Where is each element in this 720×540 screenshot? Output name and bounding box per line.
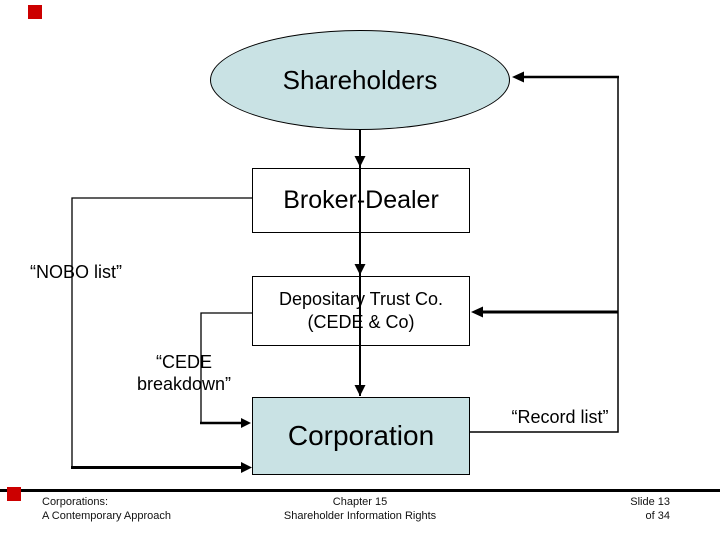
- record-line: [470, 77, 619, 433]
- footer-book-line1: Corporations:: [42, 496, 109, 508]
- broker-dealer-label: Broker-Dealer: [283, 186, 439, 214]
- footer-book-title: Corporations: A Contemporary Approach: [42, 495, 171, 523]
- depositary-trust-box: Depositary Trust Co. (CEDE & Co): [252, 276, 470, 346]
- shareholders-label: Shareholders: [282, 64, 438, 95]
- corporation-box: Corporation: [252, 397, 470, 475]
- footer-book-line2: A Contemporary Approach: [42, 510, 172, 522]
- footer-chapter-line2: Shareholder Information Rights: [283, 510, 437, 522]
- arrowhead-dtc-right: [471, 306, 483, 318]
- footer-slide-number: Slide 13 of 34: [630, 495, 670, 523]
- footer-chapter-title: Chapter 15 Shareholder Information Right…: [0, 495, 720, 523]
- broker-dealer-box: Broker-Dealer: [252, 168, 470, 233]
- footer-chapter-line1: Chapter 15: [332, 496, 388, 508]
- arrowhead-dtc-top: [354, 264, 366, 275]
- footer-divider: [0, 489, 720, 492]
- arrowhead-cede: [241, 418, 251, 428]
- footer-slide-line1: Slide 13: [630, 496, 670, 508]
- nobo-list-label: “NOBO list”: [30, 262, 122, 282]
- corporation-label: Corporation: [287, 420, 435, 451]
- arrowhead-shareholders: [512, 71, 524, 83]
- shareholders-ellipse: Shareholders: [210, 30, 510, 130]
- red-corner-marker-bottom: [7, 487, 21, 501]
- red-corner-marker-top: [28, 5, 42, 19]
- cede-breakdown-label-line1: “CEDE: [155, 352, 212, 372]
- cede-breakdown-label-line2: breakdown”: [136, 374, 232, 394]
- arrowhead-corp-top: [354, 385, 366, 396]
- depositary-label-line2: (CEDE & Co): [307, 312, 415, 332]
- nobo-line: [71, 197, 252, 466]
- record-list-label: “Record list”: [511, 407, 609, 427]
- arrowhead-broker-top: [354, 156, 366, 167]
- footer-slide-line2: of 34: [645, 510, 670, 522]
- cede-breakdown-label: “CEDE breakdown”: [123, 351, 245, 395]
- arrowhead-nobo: [241, 462, 252, 473]
- depositary-label-line1: Depositary Trust Co.: [278, 289, 444, 309]
